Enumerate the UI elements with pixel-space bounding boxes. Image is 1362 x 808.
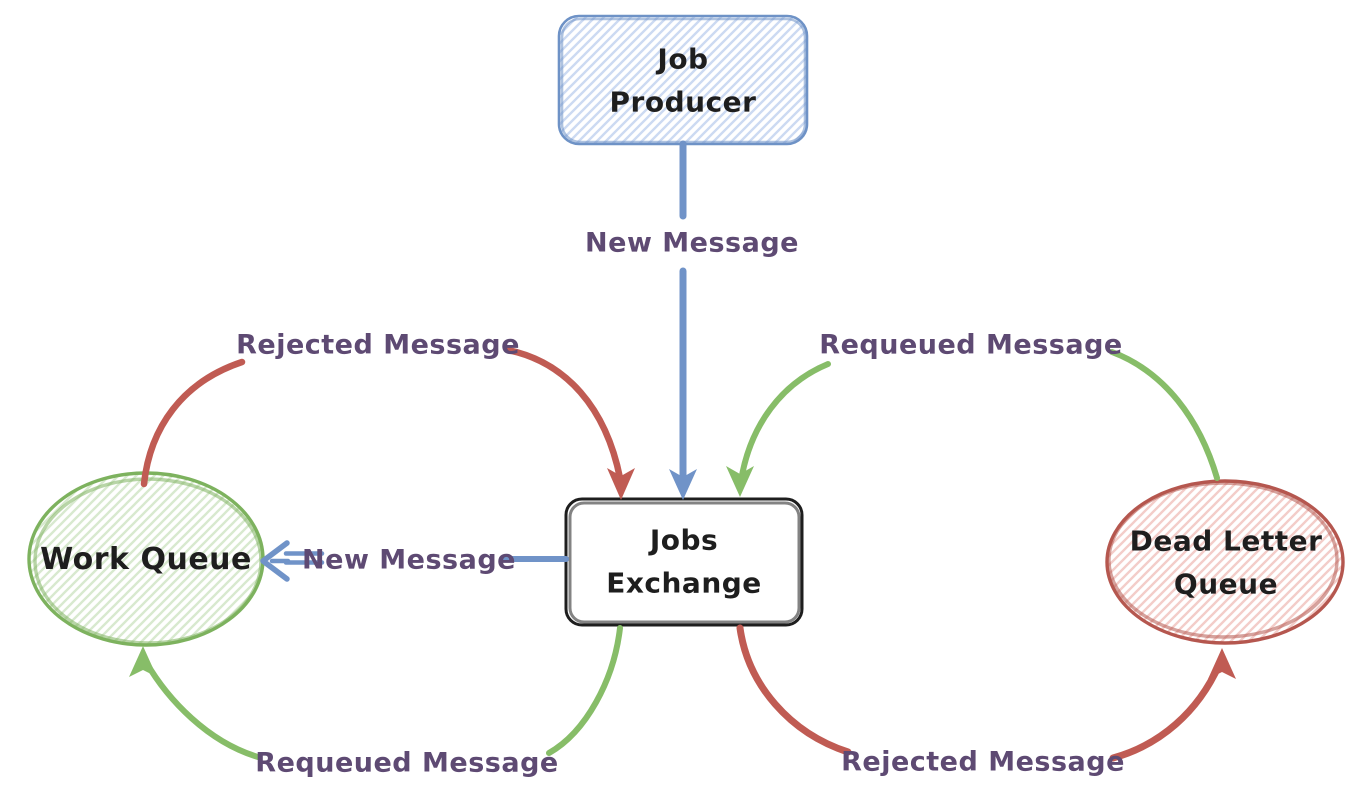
edge-rejected-message-exchange-to-dlq	[736, 624, 1236, 762]
job-producer-label-line2: Producer	[609, 86, 757, 119]
job-producer-label: Job Producer	[610, 38, 757, 125]
arrowhead-down-green	[726, 466, 754, 497]
work-queue-label: Work Queue	[40, 541, 252, 577]
arrowhead-up-green	[129, 646, 157, 677]
edge-new-message-exchange-to-work-queue	[260, 540, 569, 582]
arrowhead-left-blue	[260, 540, 290, 582]
edge-label-new-message-top: New Message	[585, 227, 799, 259]
edge-rejected-message-work-queue-to-exchange	[140, 346, 635, 500]
job-producer-label-line1: Job	[657, 42, 709, 76]
dead-letter-queue-label-line1: Dead Letter	[1129, 524, 1323, 558]
edge-requeued-message-exchange-to-work-queue	[129, 625, 623, 760]
edge-label-rejected-message-top-left: Rejected Message	[236, 329, 520, 361]
arrowhead-down-red	[607, 468, 635, 500]
dead-letter-queue-label: Dead Letter Queue	[1130, 520, 1323, 607]
edge-label-requeued-message-top-right: Requeued Message	[819, 329, 1123, 361]
edge-requeued-message-dlq-to-exchange	[726, 349, 1220, 497]
jobs-exchange-label: Jobs Exchange	[606, 519, 762, 606]
node-jobs-exchange	[564, 497, 804, 627]
dead-letter-queue-label-line2: Queue	[1173, 568, 1279, 601]
jobs-exchange-label-line2: Exchange	[606, 567, 762, 600]
arrowhead-up-red	[1208, 648, 1236, 679]
edge-new-message-producer-to-exchange	[669, 140, 697, 500]
node-dead-letter-queue	[1105, 479, 1345, 645]
arrowhead-down-blue	[669, 469, 697, 500]
jobs-exchange-label-line1: Jobs	[649, 523, 719, 557]
edge-label-requeued-message-bottom-left: Requeued Message	[255, 747, 559, 779]
edge-label-rejected-message-bottom-right: Rejected Message	[841, 746, 1125, 778]
edge-label-new-message-left: New Message	[302, 544, 516, 576]
